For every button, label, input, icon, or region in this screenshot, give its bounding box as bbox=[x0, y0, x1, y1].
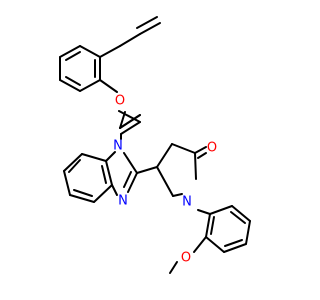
bond bbox=[63, 153, 83, 172]
bond bbox=[193, 236, 207, 253]
bond bbox=[136, 166, 158, 174]
bond bbox=[156, 166, 174, 197]
bond bbox=[105, 151, 116, 162]
bond bbox=[69, 194, 95, 203]
carbonyl-bond bbox=[197, 152, 207, 159]
bond bbox=[79, 79, 101, 92]
bond bbox=[139, 22, 161, 35]
bond bbox=[197, 209, 211, 215]
methoxyphenyl-ring bbox=[197, 205, 251, 253]
bond bbox=[59, 79, 81, 92]
bond bbox=[59, 45, 81, 58]
bond bbox=[93, 184, 113, 203]
benzimidazole-n1-label: N bbox=[113, 139, 123, 154]
benzimidazole-n3-label: N bbox=[118, 194, 128, 209]
bond bbox=[81, 153, 107, 162]
carbonyl-oxygen-label: O bbox=[207, 141, 217, 156]
double-bond-inner bbox=[210, 216, 215, 235]
bond bbox=[156, 143, 173, 168]
double-bond-inner bbox=[230, 211, 246, 224]
double-bond-inner bbox=[136, 16, 158, 29]
bond bbox=[119, 114, 141, 129]
bond bbox=[172, 193, 183, 197]
biaryl-link bbox=[136, 166, 158, 174]
bond bbox=[105, 160, 113, 186]
bond bbox=[209, 205, 233, 215]
bond bbox=[169, 261, 178, 274]
bond bbox=[205, 236, 225, 253]
ether-oxygen-label: O bbox=[115, 94, 125, 109]
lactam-nitrogen-label: N bbox=[182, 195, 192, 210]
molecule-canvas: O N N O N O bbox=[59, 16, 251, 274]
double-bond-inner bbox=[68, 159, 81, 173]
double-bond-inner bbox=[65, 51, 81, 61]
methoxy-group bbox=[169, 236, 207, 274]
bond bbox=[119, 33, 141, 47]
ether-linker bbox=[99, 79, 141, 129]
bond bbox=[171, 143, 196, 154]
double-bond-inner bbox=[224, 239, 243, 247]
bond bbox=[111, 184, 118, 196]
bond bbox=[194, 152, 197, 180]
allylphenyl-ring bbox=[59, 45, 101, 92]
bond bbox=[205, 213, 211, 238]
allyl-chain bbox=[99, 16, 161, 58]
bond bbox=[231, 205, 251, 222]
bond bbox=[223, 243, 247, 253]
bond bbox=[79, 45, 101, 58]
double-bond-inner bbox=[73, 189, 93, 197]
benzimidazole-benzene-ring bbox=[63, 153, 113, 203]
bond bbox=[118, 110, 141, 123]
bond bbox=[127, 172, 138, 193]
bond bbox=[99, 45, 121, 58]
ethyl-bridge bbox=[118, 110, 141, 140]
double-bond-inner bbox=[123, 171, 132, 188]
bond bbox=[120, 121, 141, 135]
bond bbox=[123, 152, 138, 174]
imidazole-ring bbox=[105, 151, 138, 196]
double-bond-inner bbox=[65, 76, 81, 86]
methoxy-oxygen-label: O bbox=[181, 251, 191, 266]
carbonyl-bond bbox=[194, 146, 207, 154]
double-bond-inner bbox=[101, 165, 107, 184]
bond bbox=[245, 220, 251, 245]
bond bbox=[99, 79, 118, 93]
bond bbox=[63, 170, 71, 196]
pyrrolidinone-ring bbox=[156, 143, 207, 197]
molecule-structure: O N N O N O bbox=[59, 16, 251, 274]
